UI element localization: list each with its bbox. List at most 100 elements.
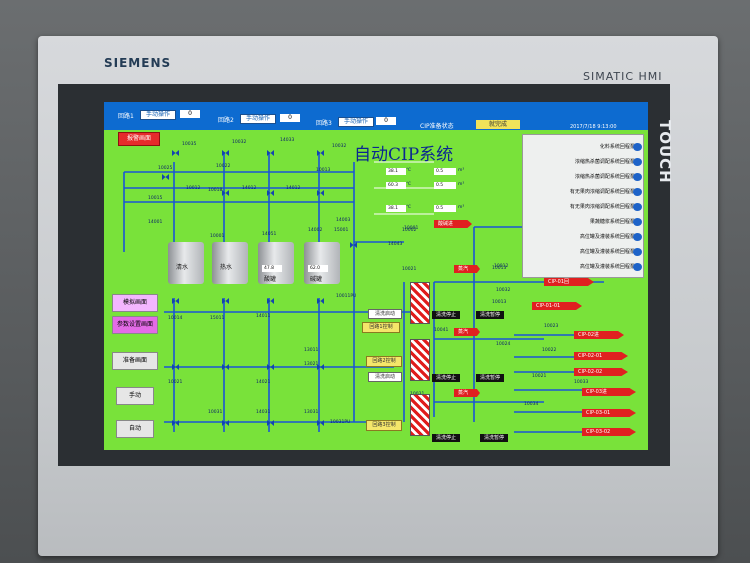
cip-02-inlet: CIP-02进 — [574, 331, 624, 339]
touch-label: TOUCH — [656, 120, 674, 184]
valve-tag: 10013 — [492, 266, 507, 271]
valve-tag: 10021 — [168, 380, 183, 385]
flush-start-button-1[interactable]: 清洗启动 — [368, 309, 402, 319]
valve-icon[interactable] — [317, 364, 324, 370]
valve-icon[interactable] — [222, 420, 229, 426]
valve-icon[interactable] — [267, 298, 274, 304]
valve-icon[interactable] — [317, 150, 324, 156]
loop-2-mode-button[interactable]: 手动操作 — [240, 114, 276, 124]
heat-exchanger-2 — [410, 339, 430, 381]
unit: ℃ — [406, 182, 412, 187]
cip-status-value: 就完成 — [476, 120, 520, 129]
valve-tag: 10002 — [402, 228, 417, 233]
simulation-screen-button[interactable]: 模拟画面 — [112, 294, 158, 312]
flush-stop-2[interactable]: 清洗停止 — [432, 374, 460, 382]
valve-tag: 10032 — [232, 140, 247, 145]
cip-03-01: CIP-03-01 — [582, 409, 636, 417]
tank-acid-temp: 47.8 — [262, 265, 282, 272]
steam-inlet-1: 蒸汽 — [454, 265, 480, 273]
valve-icon[interactable] — [267, 420, 274, 426]
manual-button[interactable]: 手动 — [116, 387, 154, 405]
program-item[interactable]: 有无果肉浓缩调配系统回程泵4 — [526, 186, 642, 198]
unit: ℃ — [406, 205, 412, 210]
page-title: 自动CIP系统 — [354, 145, 454, 165]
loop-1-control-button[interactable]: 回路1控制 — [362, 322, 400, 333]
valve-icon[interactable] — [350, 242, 357, 248]
valve-icon[interactable] — [222, 190, 229, 196]
valve-tag: 14003 — [336, 218, 351, 223]
valve-tag: 14031 — [256, 410, 271, 415]
pump-icon — [633, 263, 642, 271]
acid-alkali-inlet: 酸碱进 — [434, 220, 472, 228]
cip-03-inlet: CIP-03进 — [582, 388, 636, 396]
valve-icon[interactable] — [222, 298, 229, 304]
flush-pause-1[interactable]: 清洗暂停 — [476, 311, 504, 319]
valve-tag: 10041 — [434, 328, 449, 333]
prepare-screen-button[interactable]: 准备画面 — [112, 352, 158, 370]
unit: ℃ — [406, 168, 412, 173]
loop-3-control-button[interactable]: 回路3控制 — [366, 420, 402, 431]
program-item[interactable]: 有无果肉浓缩调配系统回程泵5 — [526, 201, 642, 213]
program-item[interactable]: 高位罐及灌装系统回程泵9 — [526, 261, 642, 273]
tank-acid[interactable] — [258, 242, 294, 284]
valve-icon[interactable] — [172, 298, 179, 304]
flush-start-button-2[interactable]: 清洗启动 — [368, 372, 402, 382]
valve-icon[interactable] — [222, 150, 229, 156]
valve-tag: 10035 — [182, 142, 197, 147]
program-item[interactable]: 浓缩热杀菌调配系统回程泵2 — [526, 156, 642, 168]
valve-tag: 10032 — [496, 288, 511, 293]
valve-tag: 10021 — [402, 267, 417, 272]
loop-2-control-button[interactable]: 回路2控制 — [366, 356, 402, 367]
parameter-screen-button[interactable]: 参数设置画面 — [112, 316, 158, 334]
brand-logo: SIEMENS — [104, 56, 172, 70]
unit: m³ — [458, 182, 465, 187]
valve-icon[interactable] — [267, 190, 274, 196]
pump-icon — [633, 173, 642, 181]
flush-pause-3[interactable]: 清洗暂停 — [480, 434, 508, 442]
heat-exchanger-1 — [410, 282, 430, 324]
valve-tag: 13011 — [304, 348, 319, 353]
program-item[interactable]: 浓缩热杀菌调配系统回程泵3 — [526, 171, 642, 183]
valve-icon[interactable] — [317, 190, 324, 196]
cip-03-02: CIP-03-02 — [582, 428, 636, 436]
flush-stop-3[interactable]: 清洗停止 — [432, 434, 460, 442]
tank-hot-water[interactable] — [212, 242, 248, 284]
steam-inlet-2: 蒸汽 — [454, 328, 480, 336]
tank-alkali[interactable] — [304, 242, 340, 284]
unit: m³ — [458, 205, 465, 210]
valve-tag: 10031 — [208, 410, 223, 415]
flush-stop-1[interactable]: 清洗停止 — [432, 311, 460, 319]
valve-tag: 10025 — [158, 166, 173, 171]
tank-water[interactable] — [168, 242, 204, 284]
valve-icon[interactable] — [267, 364, 274, 370]
program-item[interactable]: 化料系统回程泵1 — [526, 141, 642, 153]
alarm-screen-button[interactable]: 报警画面 — [118, 132, 160, 146]
valve-tag: 10034 — [524, 402, 539, 407]
flush-pause-2[interactable]: 清洗暂停 — [476, 374, 504, 382]
valve-icon[interactable] — [317, 420, 324, 426]
valve-tag: 10022 — [216, 164, 231, 169]
valve-tag: 10021 — [532, 374, 547, 379]
valve-icon[interactable] — [172, 420, 179, 426]
valve-icon[interactable] — [162, 174, 169, 180]
valve-tag: 14011 — [256, 314, 271, 319]
valve-tag: 10013 — [316, 168, 331, 173]
loop-1-mode-button[interactable]: 手动操作 — [140, 110, 176, 120]
loop-3-value: 0 — [376, 117, 396, 125]
valve-icon[interactable] — [267, 150, 274, 156]
valve-icon[interactable] — [172, 150, 179, 156]
valve-tag: 14021 — [256, 380, 271, 385]
valve-tag: 10031PU — [330, 420, 351, 425]
program-item[interactable]: 高位罐及灌装系统回程泵8 — [526, 246, 642, 258]
loop-3-mode-button[interactable]: 手动操作 — [338, 117, 374, 127]
datetime: 2017/7/18 9:13:00 — [570, 124, 617, 130]
valve-icon[interactable] — [222, 364, 229, 370]
auto-button[interactable]: 自动 — [116, 420, 154, 438]
cip-status-label: CIP准备状态 — [420, 123, 454, 130]
program-item[interactable]: 高位罐及灌装系统回程泵7 — [526, 231, 642, 243]
program-item[interactable]: 果蔬糖浆系统回程泵6 — [526, 216, 642, 228]
valve-tag: 14033 — [280, 138, 295, 143]
valve-icon[interactable] — [317, 298, 324, 304]
valve-icon[interactable] — [172, 364, 179, 370]
reading-temp: 38.1 — [386, 205, 406, 212]
